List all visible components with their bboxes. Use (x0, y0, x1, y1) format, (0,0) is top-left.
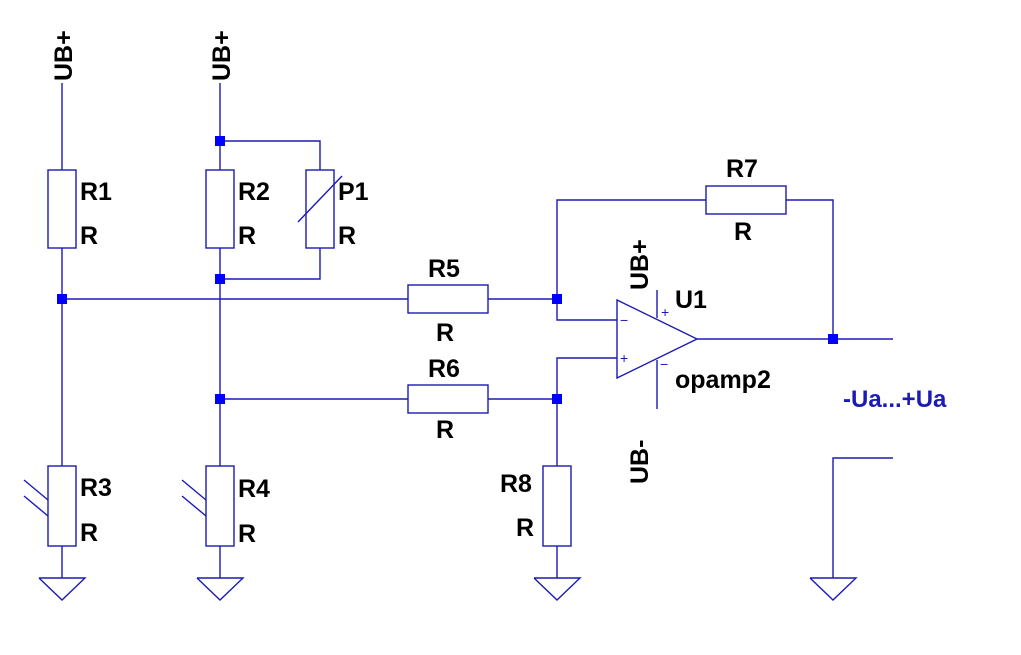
pin-vminus-label: − (660, 356, 668, 372)
r8-value-label: R (516, 514, 534, 542)
pin-noninverting-label: + (620, 350, 628, 366)
junction-dot (215, 274, 225, 284)
r7-value-label: R (734, 218, 752, 246)
resistor-r6[interactable] (407, 384, 489, 414)
wires (61, 83, 893, 578)
r2-name-label: R2 (238, 178, 270, 206)
net-label-opamp-vminus: UB- (626, 440, 654, 484)
r5-name-label: R5 (428, 255, 460, 283)
pin-vplus-label: + (661, 304, 669, 320)
ground-icon (809, 577, 858, 601)
u1-name-label: U1 (675, 286, 707, 314)
resistor-r8[interactable] (542, 465, 572, 547)
net-label-ub-plus-middle: UB+ (208, 30, 236, 81)
net-label-ub-plus-left: UB+ (50, 30, 78, 81)
r3-name-label: R3 (80, 474, 112, 502)
resistor-r7[interactable] (705, 185, 787, 215)
junctions (57, 136, 838, 404)
resistor-bodies (47, 169, 787, 547)
ground-icon (38, 577, 87, 601)
opamp-u1[interactable]: − + + − (616, 298, 699, 380)
wire-inv-input (556, 299, 617, 321)
r6-name-label: R6 (428, 355, 460, 383)
r8-name-label: R8 (500, 470, 532, 498)
r4-value-label: R (238, 520, 256, 548)
r6-value-label: R (436, 416, 454, 444)
wire-out-gnd (832, 457, 893, 578)
junction-dot (57, 294, 67, 304)
photoresistor-r4[interactable] (205, 465, 235, 547)
resistor-r5[interactable] (407, 284, 489, 314)
junction-dot (552, 394, 562, 404)
wire-noninv-input (556, 357, 617, 399)
wire-p1-top (220, 140, 321, 170)
light-ray-icon (23, 479, 207, 517)
r3-value-label: R (80, 519, 98, 547)
junction-dot (828, 334, 838, 344)
junction-dot (552, 294, 562, 304)
resistor-r2[interactable] (205, 169, 235, 249)
p1-value-label: R (338, 222, 356, 250)
opamp-triangle (616, 298, 699, 380)
output-port-label: -Ua...+Ua (843, 386, 947, 413)
r1-name-label: R1 (80, 178, 112, 206)
photoresistor-r3[interactable] (47, 465, 77, 547)
wire-fb-left (556, 199, 706, 299)
ground-icon (196, 577, 245, 601)
resistor-r1[interactable] (47, 169, 77, 249)
r2-value-label: R (238, 222, 256, 250)
net-label-opamp-vplus: UB+ (626, 239, 654, 290)
junction-dot (215, 394, 225, 404)
r4-name-label: R4 (238, 475, 270, 503)
wire-fb-right (786, 199, 834, 339)
potentiometer-arrow-icon (297, 175, 343, 223)
wire-p1-bottom (220, 248, 321, 280)
r5-value-label: R (436, 319, 454, 347)
u1-value-label: opamp2 (675, 366, 771, 394)
ground-symbols (38, 577, 858, 601)
r1-value-label: R (80, 222, 98, 250)
r7-name-label: R7 (726, 155, 758, 183)
junction-dot (215, 136, 225, 146)
pin-inverting-label: − (620, 312, 628, 328)
p1-name-label: P1 (338, 178, 369, 206)
ground-icon (533, 577, 582, 601)
